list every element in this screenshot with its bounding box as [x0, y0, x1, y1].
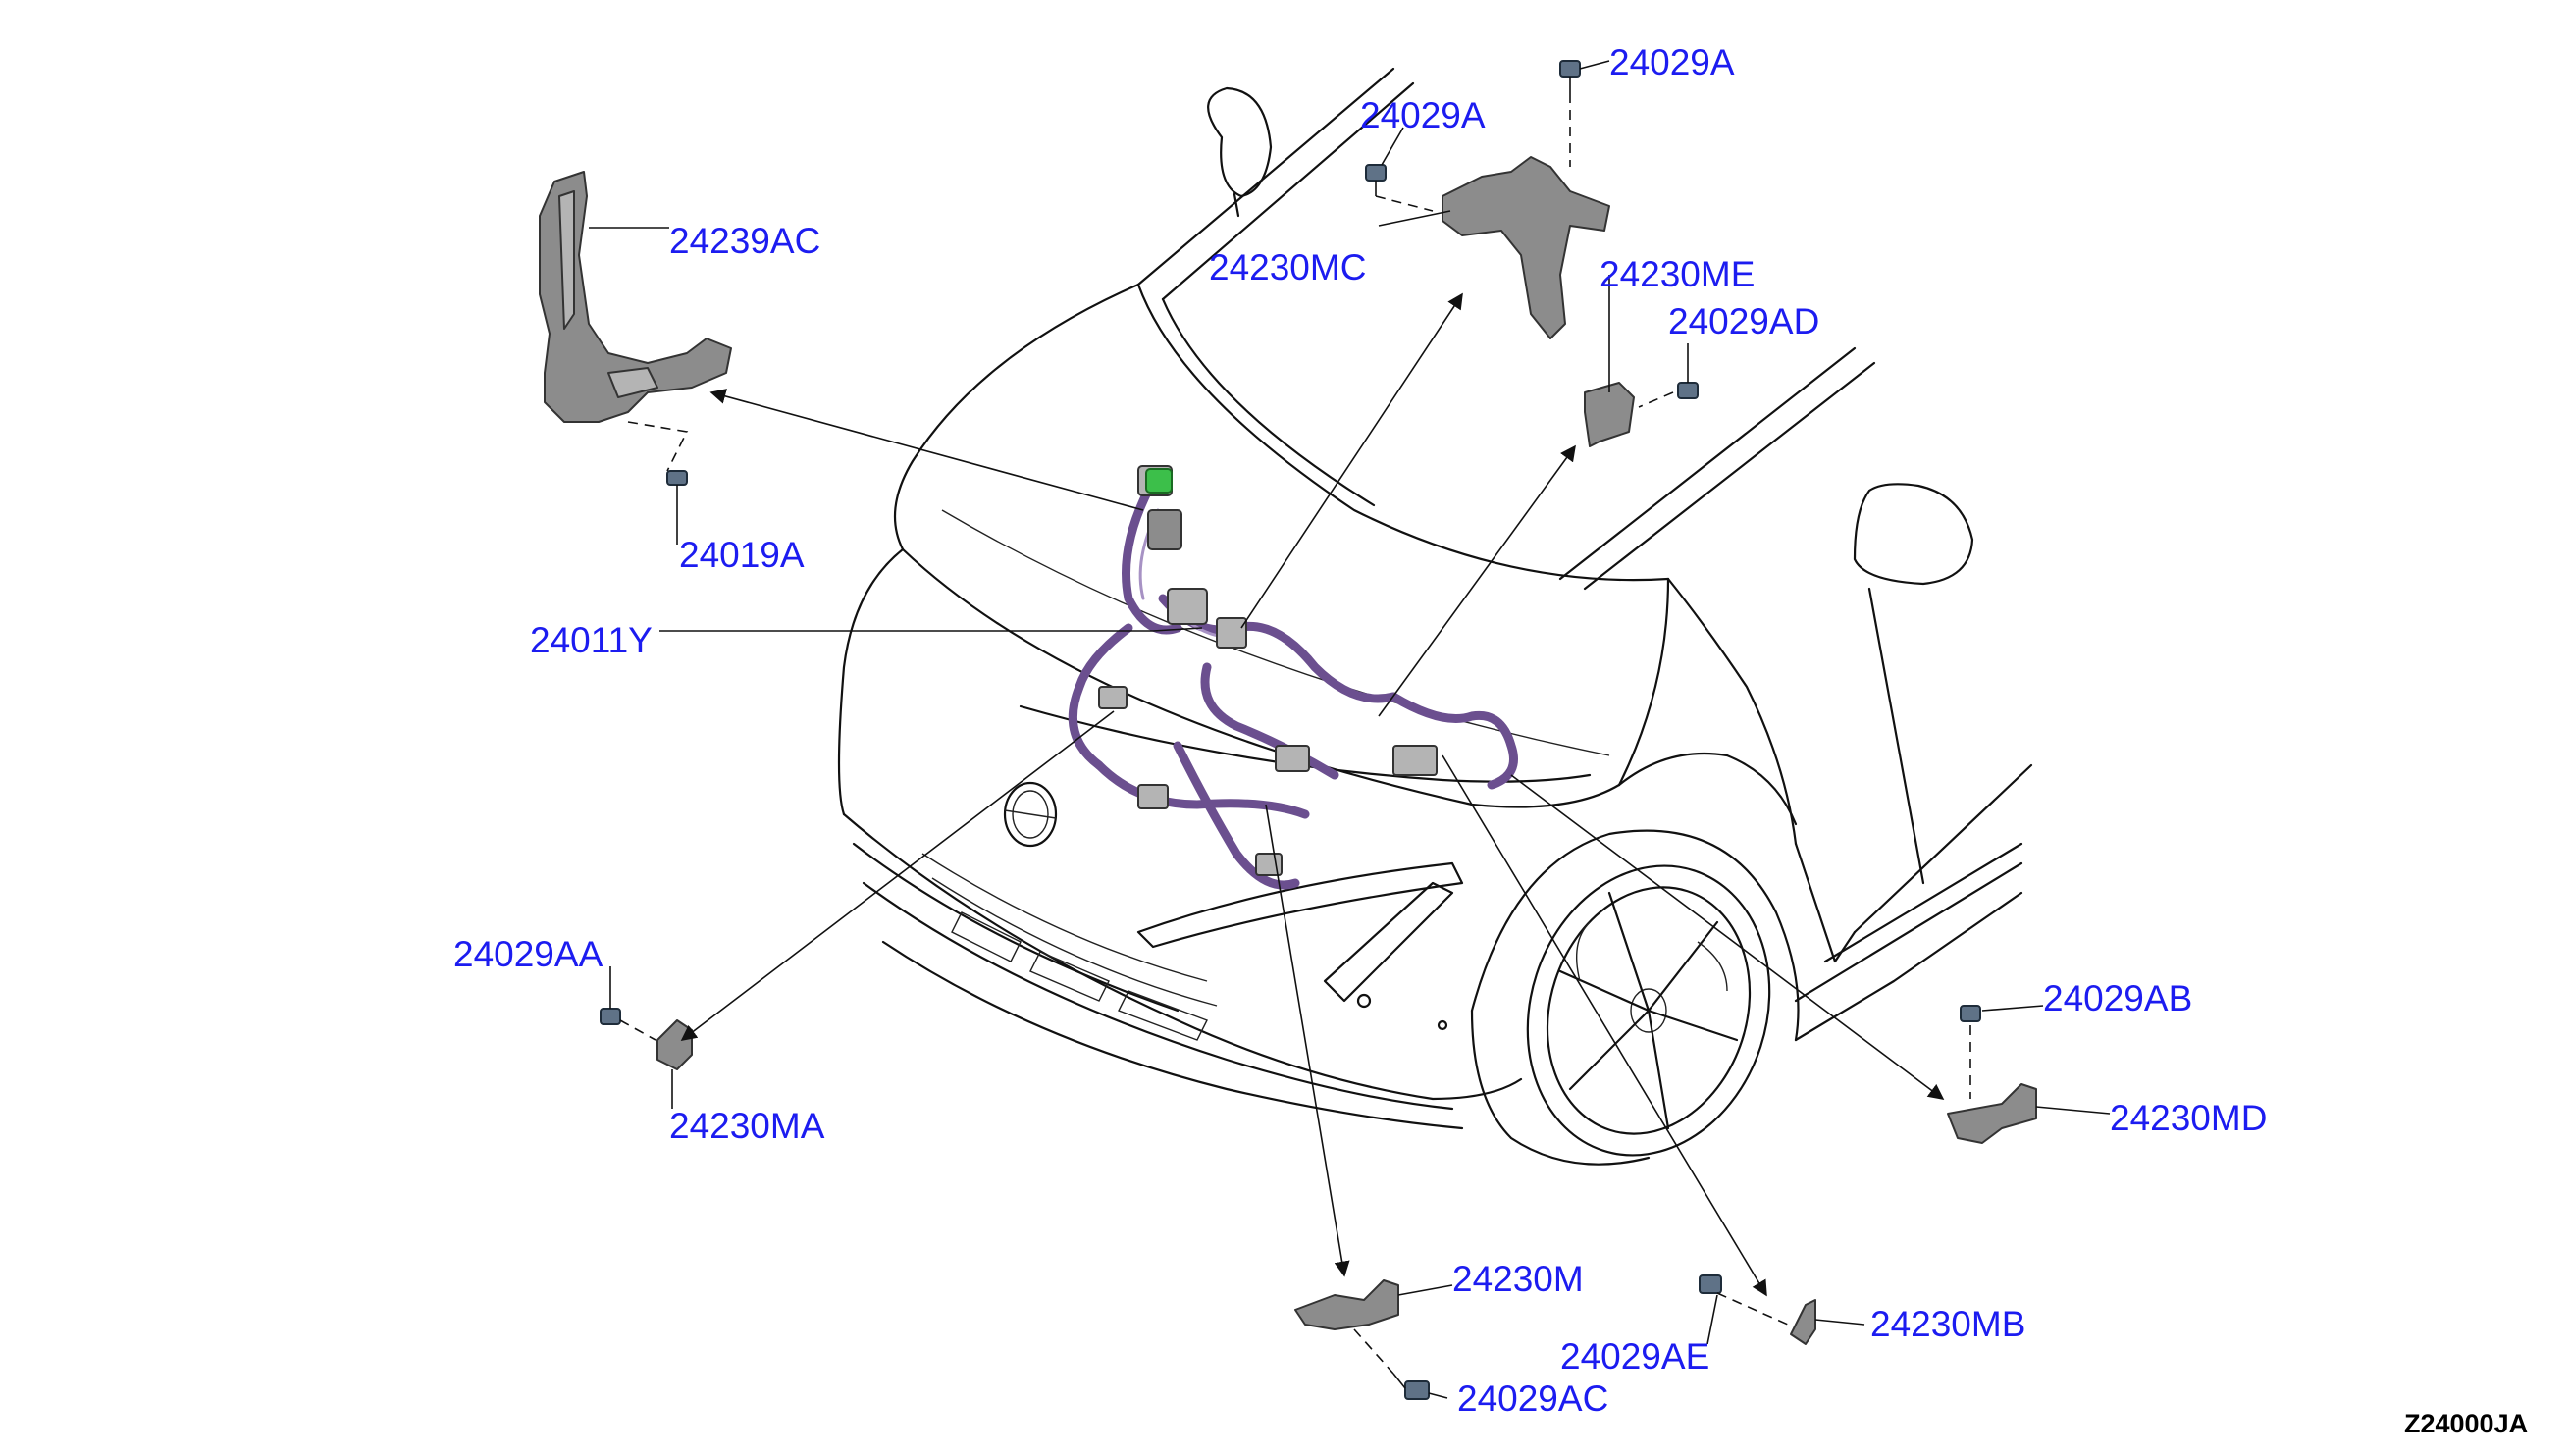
- leader-lines: [589, 60, 2111, 1399]
- bracket-24230MB: [1790, 1299, 1816, 1345]
- label-24029AC: 24029AC: [1457, 1378, 1608, 1419]
- label-24230MB: 24230MB: [1870, 1304, 2025, 1344]
- bolt-24029AB: [1960, 1005, 1981, 1099]
- label-24019A: 24019A: [679, 535, 805, 575]
- brand-emblem: [1003, 781, 1058, 848]
- label-24029AA: 24029AA: [453, 934, 603, 974]
- bracket-24230MD: [1947, 1083, 2037, 1144]
- part-number-labels: 24029A 24029A 24239AC 24230MC 24230ME 24…: [453, 42, 2267, 1419]
- bolt-24029AC: [1353, 1328, 1430, 1400]
- bracket-24230MA: [656, 1019, 693, 1070]
- label-24230MD: 24230MD: [2110, 1098, 2267, 1138]
- bolt-24029A-left: [1365, 164, 1434, 212]
- green-connector: [1145, 468, 1173, 494]
- diagram-code: Z24000JA: [2404, 1409, 2528, 1438]
- bolt-24029AD: [1638, 382, 1699, 408]
- bolt-24029AE: [1699, 1274, 1789, 1326]
- label-24011Y: 24011Y: [530, 620, 653, 660]
- bracket-24239AC: [539, 171, 732, 423]
- bracket-24230M: [1294, 1279, 1399, 1330]
- label-24029A-top: 24029A: [1609, 42, 1735, 82]
- bolt-24019A: [627, 421, 689, 500]
- bracket-24230ME: [1584, 382, 1635, 447]
- label-24230M: 24230M: [1452, 1259, 1584, 1299]
- vehicle-outline: [837, 67, 2033, 1166]
- label-24029AE: 24029AE: [1560, 1336, 1709, 1377]
- label-24230MC: 24230MC: [1209, 247, 1366, 287]
- label-24230ME: 24230ME: [1600, 254, 1755, 294]
- label-24029A-left: 24029A: [1360, 95, 1486, 135]
- label-24029AB: 24029AB: [2043, 978, 2192, 1018]
- callout-arrows: [680, 292, 1945, 1297]
- label-24230MA: 24230MA: [669, 1106, 825, 1146]
- label-24239AC: 24239AC: [669, 221, 820, 261]
- front-wheel: [1526, 864, 1771, 1157]
- bolt-24029AA: [600, 1008, 656, 1041]
- bracket-24230MC: [1442, 156, 1610, 339]
- engine-room-harness: [1068, 465, 1518, 890]
- bolt-24029A-top: [1559, 60, 1581, 167]
- label-24029AD: 24029AD: [1668, 301, 1819, 341]
